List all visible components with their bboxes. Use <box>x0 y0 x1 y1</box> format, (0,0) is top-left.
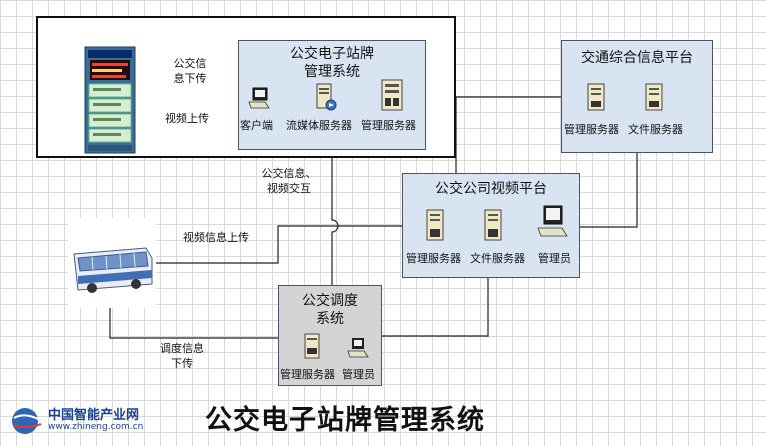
edge-label-line: 下传 <box>171 357 193 370</box>
link-bus-dispatch <box>109 308 278 339</box>
admin-workstation-icon <box>347 338 369 358</box>
link-bus-video <box>156 225 402 264</box>
file-server-icon <box>484 209 502 241</box>
brand-logo: 中国智能产业网 www.zhineng.com.cn <box>10 404 160 438</box>
edge-label-video-info-up: 视频信息上传 <box>183 231 249 244</box>
edge-label-line: 息下传 <box>173 72 207 85</box>
edge-label-line: 公交信 <box>173 57 207 70</box>
node-title: 管理系统 <box>304 64 360 80</box>
diagram-title: 公交电子站牌管理系统 <box>205 405 485 436</box>
edge-label-line: 公交信息、 <box>261 167 317 180</box>
node-title: 公交调度 <box>302 293 358 309</box>
label-management-server: 管理服务器 <box>280 368 335 381</box>
edge-label-line: 调度信息 <box>160 342 204 355</box>
label-media-server: 流媒体服务器 <box>286 119 352 132</box>
file-server-icon <box>645 83 663 111</box>
link-station-dispatch <box>331 150 339 285</box>
edge-label-video-up: 视频上传 <box>165 112 209 125</box>
link-video-dispatch <box>382 278 489 337</box>
node-title: 交通综合信息平台 <box>581 50 693 66</box>
label-management-server: 管理服务器 <box>564 123 619 136</box>
stop-sign-icon <box>84 46 136 154</box>
brand-name: 中国智能产业网 <box>48 408 140 423</box>
edge-label-line: 视频交互 <box>267 182 311 195</box>
node-title: 公交公司视频平台 <box>435 181 547 197</box>
edge-label-dispatch-down: 调度信息 下传 <box>152 341 212 371</box>
label-administrator: 管理员 <box>342 368 375 381</box>
edge-label-bus-info-down: 公交信 息下传 <box>162 56 218 86</box>
electronic-stop-sign <box>84 46 136 154</box>
media-server-icon <box>316 83 337 111</box>
label-file-server: 文件服务器 <box>628 123 683 136</box>
client-computer-icon <box>248 87 270 109</box>
label-administrator: 管理员 <box>538 252 571 265</box>
node-title: 公交电子站牌 <box>290 46 374 62</box>
bus-panel <box>68 218 156 308</box>
label-client: 客户端 <box>240 119 273 132</box>
label-file-server: 文件服务器 <box>470 252 525 265</box>
server-icon <box>304 333 320 359</box>
admin-workstation-icon <box>537 205 568 237</box>
node-traffic-platform: 交通综合信息平台 <box>561 40 713 153</box>
server-icon <box>587 83 605 111</box>
bus-icon <box>73 247 153 293</box>
brand-url: www.zhineng.com.cn <box>48 422 144 432</box>
node-station-management: 公交电子站牌 管理系统 <box>238 40 426 150</box>
node-title: 系统 <box>316 311 344 327</box>
node-dispatch-system: 公交调度 系统 <box>278 285 382 386</box>
server-icon <box>426 209 444 241</box>
link-traffic-video <box>580 153 638 228</box>
globe-logo-icon <box>12 408 42 434</box>
label-management-server: 管理服务器 <box>361 119 416 132</box>
management-server-icon <box>381 79 403 111</box>
label-management-server: 管理服务器 <box>406 252 461 265</box>
edge-label-info-video-exchange: 公交信息、 视频交互 <box>258 166 320 196</box>
